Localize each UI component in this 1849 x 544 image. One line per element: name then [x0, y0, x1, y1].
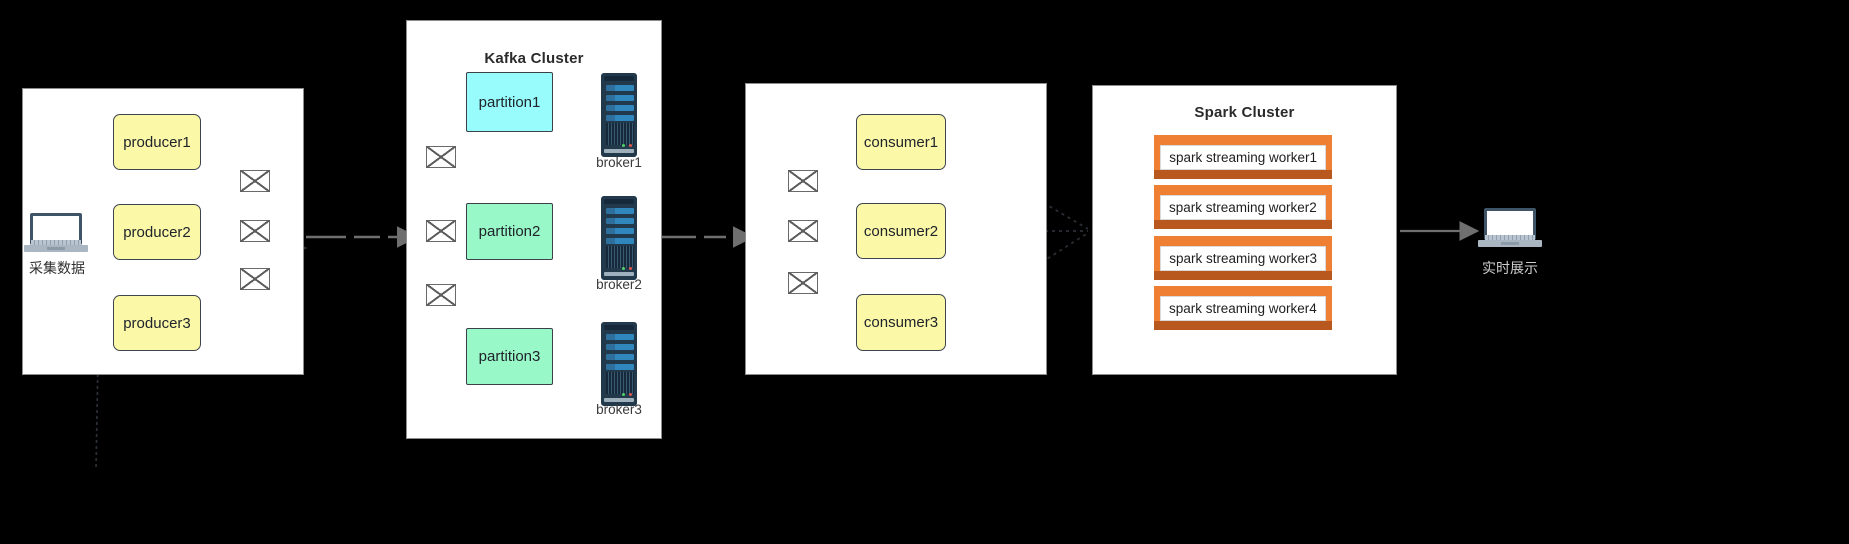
consumer-node-3[interactable]: consumer3 — [856, 294, 946, 351]
server-led-red — [629, 267, 632, 270]
server-foot — [604, 272, 634, 276]
envelope-icon — [788, 170, 818, 192]
envelope-icon — [426, 146, 456, 168]
server-bays — [606, 334, 634, 374]
server-vent — [606, 372, 634, 394]
server-top — [604, 325, 634, 330]
worker-base-strip — [1154, 321, 1332, 330]
producer-node-2[interactable]: producer2 — [113, 204, 201, 260]
server-top — [604, 199, 634, 204]
laptop-keyboard — [1485, 235, 1535, 240]
spark-worker-1[interactable]: spark streaming worker1 — [1154, 135, 1332, 179]
partition-node-2[interactable]: partition2 — [466, 203, 553, 260]
partition-node-1[interactable]: partition1 — [466, 72, 553, 132]
broker-label-1: broker1 — [596, 155, 642, 170]
server-foot — [604, 149, 634, 153]
spark-worker-label: spark streaming worker4 — [1160, 295, 1326, 321]
spark-cluster-title: Spark Cluster — [1194, 104, 1295, 121]
source-laptop-icon — [24, 213, 88, 255]
source-label: 采集数据 — [29, 260, 85, 276]
envelope-icon — [240, 268, 270, 290]
broker-server-icon-1 — [601, 73, 637, 157]
spark-worker-2[interactable]: spark streaming worker2 — [1154, 185, 1332, 229]
consumer-node-2[interactable]: consumer2 — [856, 203, 946, 259]
laptop-keyboard — [31, 240, 81, 245]
spark-worker-4[interactable]: spark streaming worker4 — [1154, 286, 1332, 330]
kafka-cluster-title: Kafka Cluster — [484, 50, 584, 67]
broker-server-icon-2 — [601, 196, 637, 280]
consumer-label: consumer3 — [863, 314, 939, 331]
worker-base-strip — [1154, 170, 1332, 179]
partition-label: partition2 — [478, 223, 541, 240]
server-bays — [606, 208, 634, 248]
server-led-green — [622, 267, 625, 270]
server-led-red — [629, 144, 632, 147]
envelope-icon — [788, 220, 818, 242]
producer-node-1[interactable]: producer1 — [113, 114, 201, 170]
broker-server-icon-3 — [601, 322, 637, 406]
server-vent — [606, 246, 634, 268]
consumer-label: consumer2 — [863, 222, 939, 240]
envelope-icon — [788, 272, 818, 294]
worker-base-strip — [1154, 220, 1332, 229]
broker-label-2: broker2 — [596, 277, 642, 292]
partition-label: partition3 — [478, 348, 541, 365]
producer-node-3[interactable]: producer3 — [113, 295, 201, 351]
envelope-icon — [426, 284, 456, 306]
consumer-label: consumer1 — [863, 133, 939, 151]
envelope-icon — [426, 220, 456, 242]
server-bays — [606, 85, 634, 125]
server-foot — [604, 398, 634, 402]
spark-worker-label: spark streaming worker1 — [1160, 144, 1326, 170]
producer-label: producer1 — [123, 133, 191, 151]
server-vent — [606, 123, 634, 145]
envelope-icon — [240, 170, 270, 192]
partition-label: partition1 — [478, 93, 541, 111]
server-led-green — [622, 393, 625, 396]
sink-label: 实时展示 — [1482, 260, 1538, 276]
partition-node-3[interactable]: partition3 — [466, 328, 553, 385]
spark-worker-3[interactable]: spark streaming worker3 — [1154, 236, 1332, 280]
worker-base-strip — [1154, 271, 1332, 280]
sink-laptop-icon — [1478, 208, 1542, 250]
producer-label: producer3 — [123, 314, 191, 332]
server-led-red — [629, 393, 632, 396]
server-led-green — [622, 144, 625, 147]
spark-worker-label: spark streaming worker3 — [1160, 245, 1326, 271]
laptop-trackpad — [1501, 242, 1519, 245]
broker-label-3: broker3 — [596, 402, 642, 417]
laptop-trackpad — [47, 247, 65, 250]
consumer-node-1[interactable]: consumer1 — [856, 114, 946, 170]
envelope-icon — [240, 220, 270, 242]
server-top — [604, 76, 634, 81]
spark-panel — [1092, 85, 1397, 375]
producer-label: producer2 — [123, 223, 191, 241]
spark-worker-label: spark streaming worker2 — [1160, 194, 1326, 220]
